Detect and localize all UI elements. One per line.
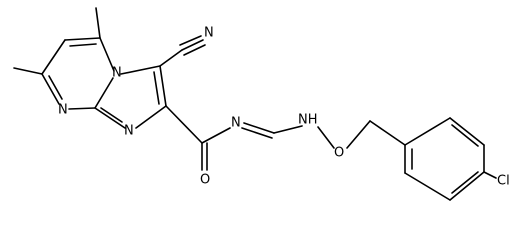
bond-c7-n8-double <box>48 75 63 100</box>
bond-c3-c2 <box>159 65 167 107</box>
atom-label-o-ether: O <box>334 146 344 161</box>
bond-c7-n8 <box>41 73 60 105</box>
bond-c2-camide <box>165 105 203 144</box>
bond-camide-n <box>201 127 231 144</box>
bond-cn-triple-2 <box>179 35 202 46</box>
atom-label-n-imine: N <box>231 116 241 131</box>
bond-n1-c8a <box>94 107 126 129</box>
bond-ar-4-double <box>451 171 479 194</box>
bond-cn-triple-1 <box>181 39 204 51</box>
atom-label-o-carbonyl: O <box>200 173 210 188</box>
bonds <box>13 7 497 201</box>
bond-c7-methyl <box>13 67 43 75</box>
bond-ar-2 <box>449 117 485 146</box>
atom-label-cl: Cl <box>497 174 510 189</box>
bond-cn-triple-3 <box>183 44 206 56</box>
atom-label-nh-amine: NH <box>298 113 318 128</box>
bond-o-ch2 <box>346 120 371 149</box>
bond-c5-c6 <box>64 37 101 41</box>
chemical-structure-diagram: N N N N O N NH O Cl <box>13 7 510 201</box>
atom-label-n-nitrile: N <box>204 26 214 41</box>
bond-c2-n1 <box>135 105 167 129</box>
bond-ar-1 <box>404 117 451 146</box>
bond-ch-nh <box>273 125 303 134</box>
atom-label-n-pyrimidine: N <box>58 103 68 118</box>
bond-ar-4 <box>449 171 485 201</box>
bond-c8a-n4 <box>94 77 114 109</box>
bond-ch2-ring <box>369 120 406 146</box>
bond-c6-c7 <box>41 39 66 75</box>
bond-n4-c3 <box>120 65 161 75</box>
bond-n-ch <box>243 122 275 134</box>
atom-label-n-bridgehead: N <box>112 66 122 81</box>
bond-n8-c8a <box>68 107 96 110</box>
bond-c5-c6-double <box>69 43 97 47</box>
bond-n4-c5 <box>99 37 115 72</box>
bond-ar-2-double <box>451 124 479 147</box>
bond-c3-cn <box>159 49 183 67</box>
atom-label-n-imidazole: N <box>124 124 134 139</box>
bond-nh-o <box>317 126 335 149</box>
bond-c3-c2-double <box>153 71 160 105</box>
bond-n-ch-double <box>241 127 273 139</box>
atom-labels: N N N N O N NH O Cl <box>58 26 510 189</box>
bond-n1-c8a-double <box>100 107 123 123</box>
bond-ar-cl <box>483 171 497 179</box>
bond-ar-5 <box>404 172 451 201</box>
bond-c5-methyl <box>95 7 101 39</box>
